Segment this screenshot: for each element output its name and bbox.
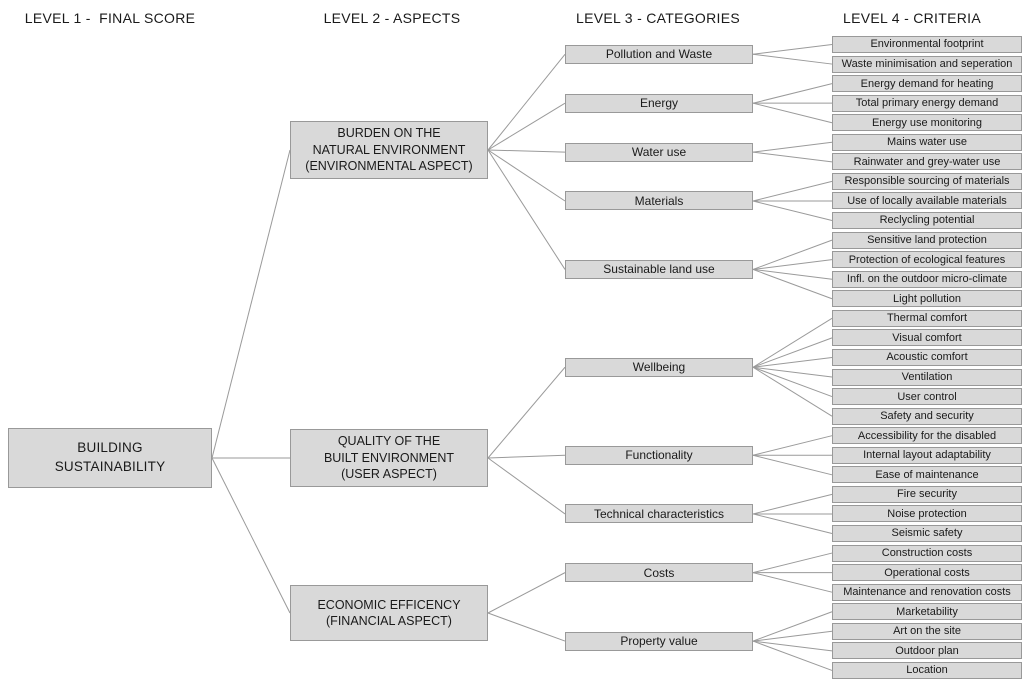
column-header-level-4-criteria: LEVEL 4 - CRITERIA: [843, 10, 981, 26]
box-aspect-1: QUALITY OF THE BUILT ENVIRONMENT (USER A…: [290, 429, 488, 487]
box-criterion: Use of locally available materials: [832, 192, 1022, 210]
box-criterion: Fire security: [832, 485, 1022, 503]
column-header-level-2-aspects: LEVEL 2 - ASPECTS: [323, 10, 461, 26]
connector-line: [487, 149, 566, 153]
connector-line: [752, 611, 833, 642]
box-criterion: Construction costs: [832, 544, 1022, 562]
connector-line: [487, 457, 566, 515]
box-criterion: Sensitive land protection: [832, 231, 1022, 249]
box-criterion: Infl. on the outdoor micro-climate: [832, 270, 1022, 288]
box-criterion: Light pollution: [832, 290, 1022, 308]
column-header-level-1-final-score: LEVEL 1 - FINAL SCORE: [24, 10, 196, 26]
box-criterion: Ease of maintenance: [832, 466, 1022, 484]
connector-line: [752, 268, 833, 300]
connector-line: [487, 572, 566, 614]
box-category: Pollution and Waste: [565, 44, 753, 64]
box-criterion: Operational costs: [832, 564, 1022, 582]
box-category: Technical characteristics: [565, 504, 753, 524]
box-criterion: Energy demand for heating: [832, 75, 1022, 93]
box-criterion: Thermal comfort: [832, 309, 1022, 327]
column-header-level-3-categories: LEVEL 3 - CATEGORIES: [576, 10, 740, 26]
box-criterion: Reclycling potential: [832, 212, 1022, 230]
box-criterion: Outdoor plan: [832, 642, 1022, 660]
connector-line: [752, 83, 833, 104]
connector-line: [752, 337, 833, 368]
connector-line: [752, 259, 833, 270]
connector-line: [752, 268, 833, 280]
box-criterion: Responsible sourcing of materials: [832, 172, 1022, 190]
box-criterion: Noise protection: [832, 505, 1022, 523]
connector-line: [752, 44, 833, 55]
connector-line: [487, 149, 566, 270]
connector-line: [752, 640, 833, 671]
connector-line: [487, 454, 566, 459]
connector-line: [752, 435, 833, 456]
connector-line: [487, 149, 566, 202]
box-criterion: Marketability: [832, 603, 1022, 621]
box-category: Property value: [565, 631, 753, 651]
connector-line: [752, 317, 833, 368]
connector-line: [752, 552, 833, 574]
connector-line: [752, 493, 833, 515]
connector-line: [752, 151, 833, 163]
box-criterion: Waste minimisation and seperation: [832, 55, 1022, 73]
connector-line: [752, 630, 833, 642]
box-criterion: User control: [832, 388, 1022, 406]
connector-line: [752, 454, 833, 476]
box-criterion: Total primary energy demand: [832, 94, 1022, 112]
connector-line: [487, 612, 566, 642]
box-criterion: Accessibility for the disabled: [832, 427, 1022, 445]
connector-line: [752, 366, 833, 417]
connector-line: [752, 513, 833, 534]
box-criterion: Location: [832, 661, 1022, 679]
box-category: Water use: [565, 142, 753, 162]
connector-line: [211, 149, 291, 459]
connector-line: [487, 53, 566, 151]
connector-line: [752, 180, 833, 202]
connector-line: [752, 366, 833, 398]
box-aspect-2: ECONOMIC EFFICENCY (FINANCIAL ASPECT): [290, 585, 488, 641]
connector-line: [487, 102, 566, 151]
box-category: Materials: [565, 191, 753, 211]
box-category: Sustainable land use: [565, 259, 753, 279]
box-criterion: Internal layout adaptability: [832, 446, 1022, 464]
box-criterion: Seismic safety: [832, 525, 1022, 542]
connector-line: [752, 239, 833, 270]
connector-line: [752, 141, 833, 153]
connector-line: [752, 366, 833, 378]
box-criterion: Safety and security: [832, 407, 1022, 425]
box-criterion: Art on the site: [832, 622, 1022, 640]
connector-line: [752, 356, 833, 368]
box-category: Wellbeing: [565, 357, 753, 377]
box-aspect-0: BURDEN ON THE NATURAL ENVIRONMENT (ENVIR…: [290, 121, 488, 179]
box-criterion: Ventilation: [832, 368, 1022, 386]
box-criterion: Protection of ecological features: [832, 251, 1022, 269]
box-category: Energy: [565, 93, 753, 113]
box-category: Costs: [565, 563, 753, 583]
connector-line: [211, 457, 291, 614]
box-criterion: Acoustic comfort: [832, 348, 1022, 366]
connector-line: [752, 572, 833, 593]
box-criterion: Maintenance and renovation costs: [832, 583, 1022, 601]
box-category: Functionality: [565, 445, 753, 465]
connector-line: [487, 366, 566, 459]
box-final-score: BUILDING SUSTAINABILITY: [8, 428, 212, 488]
box-criterion: Rainwater and grey-water use: [832, 153, 1022, 171]
connector-line: [752, 102, 833, 124]
box-criterion: Visual comfort: [832, 329, 1022, 347]
connector-line: [752, 200, 833, 222]
box-criterion: Mains water use: [832, 133, 1022, 151]
connector-line: [752, 53, 833, 65]
box-criterion: Environmental footprint: [832, 36, 1022, 53]
box-criterion: Energy use monitoring: [832, 114, 1022, 132]
connector-line: [752, 640, 833, 652]
